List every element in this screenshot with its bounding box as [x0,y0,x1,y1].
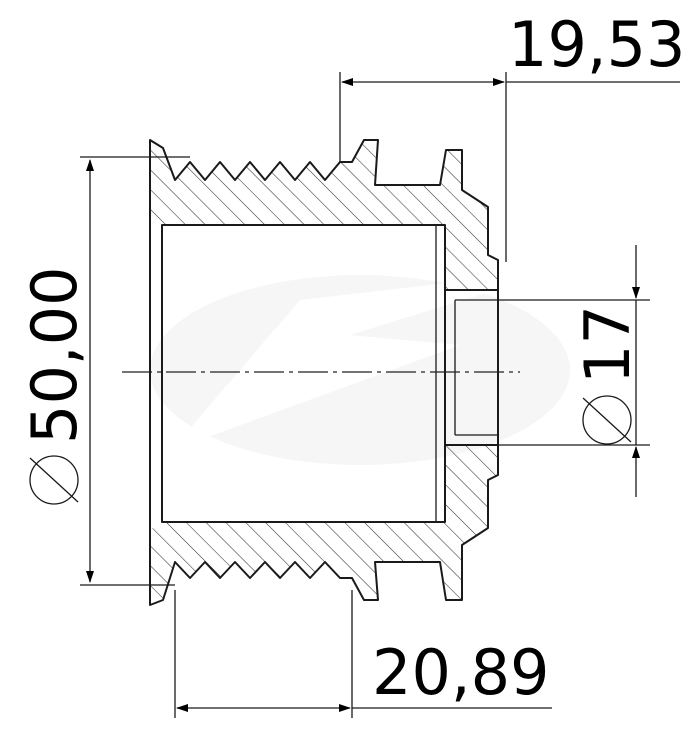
bore-diameter-dimension: 17 [498,245,650,497]
groove-length-dimension: 20,89 [174,590,552,718]
pulley-outline [149,139,499,606]
hub-length-label: 19,53 [508,8,686,81]
bore-diameter-label: 17 [571,305,644,384]
outer-diameter-dimension: 50,00 [18,156,190,586]
diameter-symbol-icon [29,455,79,505]
diameter-symbol-icon [582,395,632,445]
watermark-logo [150,270,570,465]
groove-length-label: 20,89 [372,636,550,709]
hub-length-dimension: 19,53 [339,8,686,262]
outer-diameter-label: 50,00 [18,267,91,445]
section-hatching [150,140,498,605]
